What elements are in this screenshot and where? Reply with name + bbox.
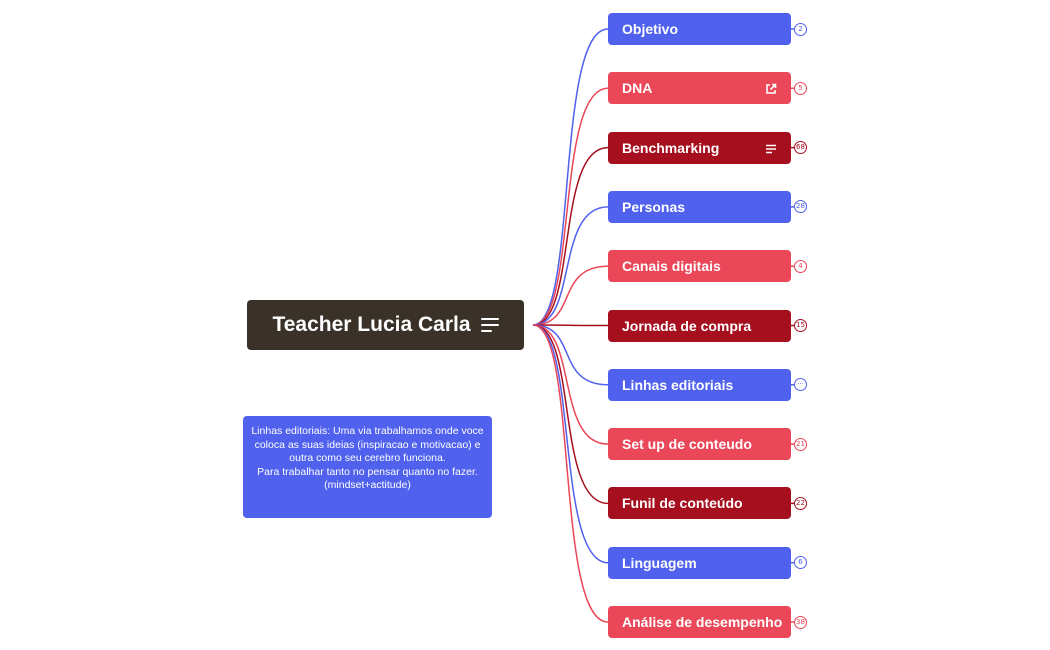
connector-7: [532, 324, 609, 445]
central-topic[interactable]: Teacher Lucia Carla: [247, 300, 524, 350]
topic-label: Set up de conteudo: [622, 436, 752, 453]
topic-node[interactable]: DNA: [608, 72, 791, 105]
topic-label: Funil de conteúdo: [622, 495, 743, 512]
collapse-count-badge[interactable]: 4: [794, 259, 807, 273]
collapse-count-badge[interactable]: ···: [794, 378, 807, 392]
notes-icon[interactable]: [480, 314, 499, 336]
topic-node[interactable]: Análise de desempenho: [608, 606, 791, 638]
connector-8: [532, 324, 609, 505]
connector-10: [532, 324, 609, 623]
connector-3: [532, 206, 609, 326]
topic-label: Análise de desempenho: [622, 614, 783, 630]
connector-5: [532, 324, 609, 327]
topic-label: DNA: [622, 80, 653, 97]
connector-4: [532, 265, 609, 326]
connector-1: [532, 87, 609, 326]
topic-node[interactable]: Benchmarking: [608, 131, 791, 164]
topic-label: Canais digitais: [622, 258, 721, 275]
topic-node[interactable]: Linhas editoriais: [608, 368, 791, 401]
topic-label: Jornada de compra: [622, 317, 752, 334]
topic-node[interactable]: Objetivo: [608, 13, 791, 45]
topic-label: Linguagem: [622, 554, 697, 571]
topic-node[interactable]: Linguagem: [608, 546, 791, 579]
connector-6: [532, 324, 609, 386]
topic-node[interactable]: Personas: [608, 190, 791, 223]
collapse-count-badge[interactable]: 28: [794, 200, 807, 214]
collapse-count-badge[interactable]: 15: [794, 319, 807, 332]
central-topic-label: Teacher Lucia Carla: [272, 313, 471, 336]
notes-icon[interactable]: [765, 142, 777, 154]
topic-label: Objetivo: [622, 21, 679, 37]
collapse-count-badge[interactable]: 21: [794, 437, 807, 451]
topic-label: Benchmarking: [622, 139, 720, 156]
connector-0: [532, 28, 609, 326]
collapse-count-badge[interactable]: 6: [794, 556, 807, 570]
topic-node[interactable]: Set up de conteudo: [608, 428, 791, 461]
topic-label: Personas: [622, 198, 686, 215]
collapse-count-badge[interactable]: 22: [794, 496, 807, 510]
external-link-icon[interactable]: [765, 82, 777, 95]
topic-node[interactable]: Jornada de compra: [608, 309, 791, 342]
connector-9: [532, 324, 609, 564]
collapse-count-badge[interactable]: 38: [794, 615, 807, 629]
collapse-count-badge[interactable]: 2: [794, 22, 807, 36]
collapse-count-badge[interactable]: 5: [794, 81, 807, 95]
topic-node[interactable]: Canais digitais: [608, 250, 791, 283]
collapse-count-badge[interactable]: 68: [794, 141, 807, 155]
topic-label: Linhas editoriais: [622, 376, 734, 393]
note-box: Linhas editoriais: Uma via trabalhamos o…: [243, 416, 492, 518]
connector-2: [532, 146, 609, 326]
topic-node[interactable]: Funil de conteúdo: [608, 487, 791, 520]
